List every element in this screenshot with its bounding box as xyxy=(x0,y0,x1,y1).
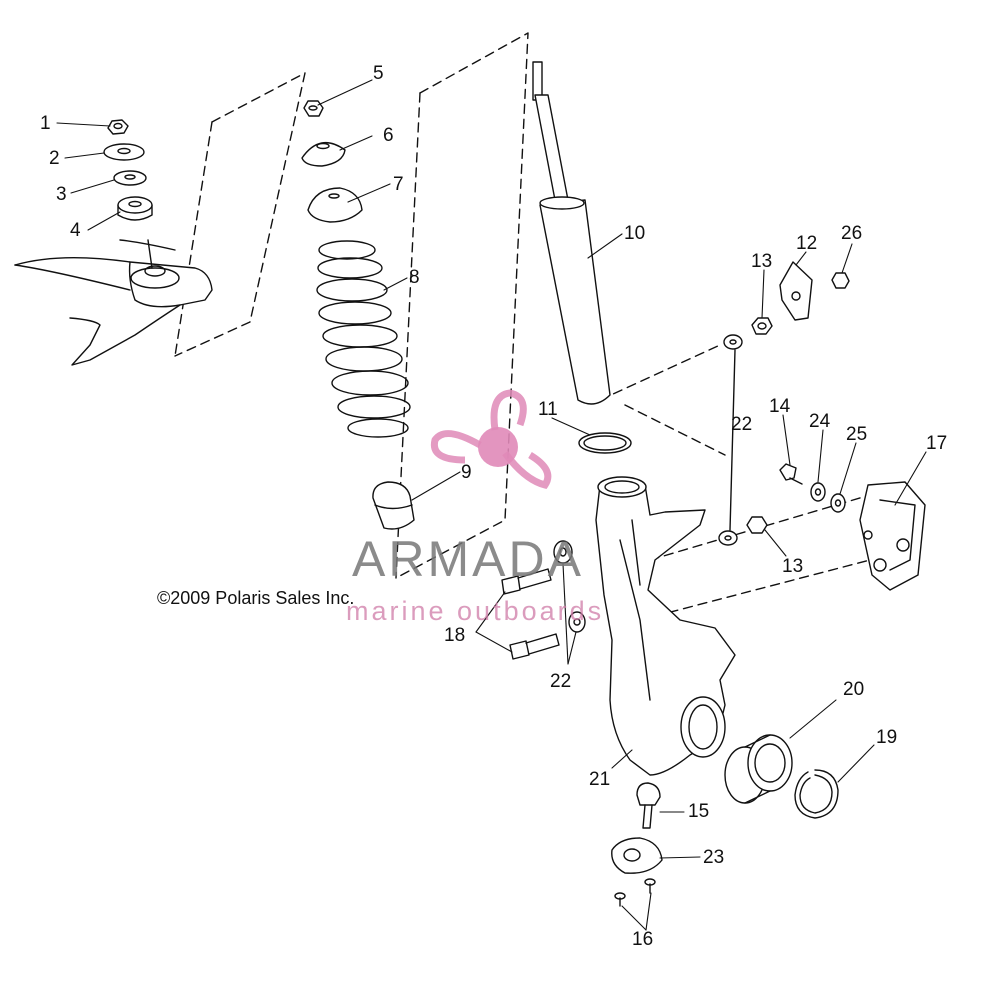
callout-18: 18 xyxy=(444,625,466,646)
callout-22-left: 22 xyxy=(550,671,572,692)
watermark-tagline: marine outboards xyxy=(346,596,605,626)
nut-part-26 xyxy=(831,272,850,289)
callout-22-right: 22 xyxy=(731,414,753,435)
spring-cap-part-6 xyxy=(301,141,346,167)
callout-11: 11 xyxy=(538,399,558,420)
callout-25: 25 xyxy=(846,424,868,445)
washer-part-22-mid-upper xyxy=(553,540,573,564)
coil-spring-part-8 xyxy=(316,240,411,438)
watermark-brand: ARMADA xyxy=(352,531,584,587)
washer-part-22-upper xyxy=(723,334,743,350)
dashed-group-box-left xyxy=(174,72,306,357)
callout-4: 4 xyxy=(70,220,81,241)
leader-lines xyxy=(56,79,927,931)
assembly-line xyxy=(729,349,736,531)
callout-19: 19 xyxy=(876,727,898,748)
bolt-part-18-lower xyxy=(509,633,560,660)
callout-13-lower: 13 xyxy=(782,556,804,577)
washer-part-2 xyxy=(103,143,145,161)
bracket-part-12 xyxy=(779,261,813,321)
ball-joint-part-15 xyxy=(636,782,661,829)
washer-part-24 xyxy=(810,482,826,502)
washer-part-22-lower xyxy=(718,530,738,546)
callout-20: 20 xyxy=(843,679,865,700)
propeller-logo-icon xyxy=(430,389,552,489)
callout-16: 16 xyxy=(632,929,654,950)
bolt-part-18-upper xyxy=(501,568,552,595)
o-ring-part-11 xyxy=(578,432,632,454)
callout-14: 14 xyxy=(769,396,791,417)
nut-part-13-lower xyxy=(746,516,768,534)
callout-9: 9 xyxy=(461,462,472,483)
callout-1: 1 xyxy=(40,113,51,134)
callout-13-upper: 13 xyxy=(751,251,773,272)
copyright-text: ©2009 Polaris Sales Inc. xyxy=(157,588,355,608)
callout-5: 5 xyxy=(373,63,384,84)
callout-7: 7 xyxy=(393,174,404,195)
washer-part-3 xyxy=(113,170,147,186)
washer-part-22-mid-lower xyxy=(568,611,586,633)
callout-26: 26 xyxy=(841,223,863,244)
spring-seat-part-7 xyxy=(307,187,363,223)
callout-10: 10 xyxy=(624,223,646,244)
bolt-part-14 xyxy=(779,463,803,485)
shock-absorber-part-10 xyxy=(532,61,611,405)
callout-12: 12 xyxy=(796,233,818,254)
plate-part-23 xyxy=(611,837,663,874)
washer-part-25 xyxy=(830,493,846,513)
callout-21: 21 xyxy=(589,769,611,790)
nut-part-1 xyxy=(107,119,129,135)
callout-17: 17 xyxy=(926,433,948,454)
callout-24: 24 xyxy=(809,411,831,432)
brake-assembly-part-17 xyxy=(859,481,926,591)
bearing-part-20 xyxy=(724,734,793,804)
callout-15: 15 xyxy=(688,801,710,822)
callout-3: 3 xyxy=(56,184,67,205)
snap-ring-part-19 xyxy=(794,769,839,819)
nut-part-5 xyxy=(303,100,324,117)
callout-2: 2 xyxy=(49,148,60,169)
callout-8: 8 xyxy=(409,267,420,288)
nut-part-13-upper xyxy=(751,317,773,335)
frame-arm xyxy=(14,239,213,366)
screw-part-16-a xyxy=(614,892,626,907)
knuckle-part-21 xyxy=(595,476,736,776)
screw-part-16-b xyxy=(644,878,656,894)
bump-stop-part-9 xyxy=(372,481,415,530)
bushing-part-4 xyxy=(117,196,153,221)
callout-23: 23 xyxy=(703,847,725,868)
callout-6: 6 xyxy=(383,125,394,146)
dashed-leaders xyxy=(599,344,871,621)
